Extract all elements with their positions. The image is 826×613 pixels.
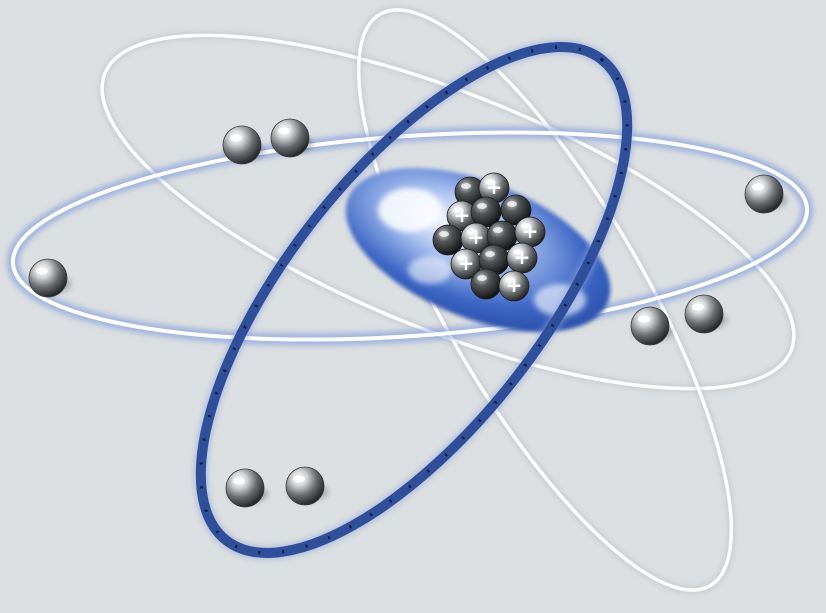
proton-sign: + — [486, 175, 503, 199]
proton-plus-icon: + — [499, 271, 529, 301]
neutron-sphere-icon — [471, 269, 501, 299]
proton-sign: + — [468, 225, 485, 249]
electron-sphere-icon — [29, 259, 71, 297]
electron-sphere-icon — [226, 469, 268, 507]
electron-sphere-icon — [286, 467, 328, 505]
proton-sign: + — [454, 203, 471, 227]
proton-plus-icon: + — [507, 243, 537, 273]
proton-sign: + — [514, 245, 531, 269]
electron-sphere-icon — [685, 295, 727, 333]
proton-sign: + — [522, 219, 539, 243]
proton-plus-icon: + — [515, 217, 545, 247]
proton-sign: + — [458, 251, 475, 275]
proton-sign: + — [506, 273, 523, 297]
